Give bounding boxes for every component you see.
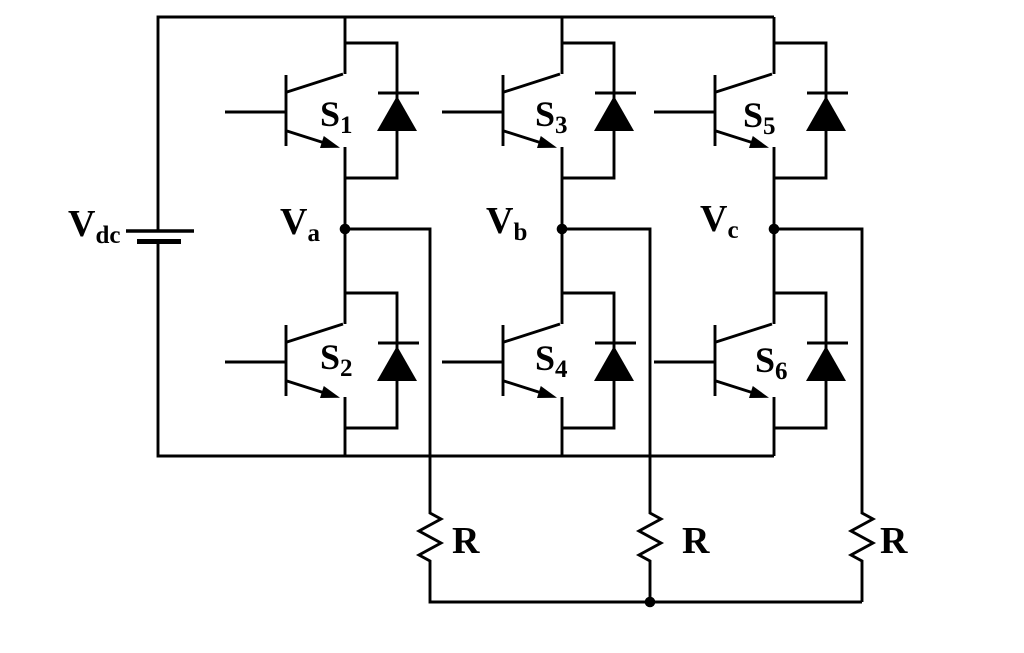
- igbt-s3-emitter-arrow: [537, 136, 557, 148]
- diode-s3-wires: [562, 41, 636, 180]
- igbt-s5-emitter-arrow: [749, 136, 769, 148]
- label-vb: Vb: [486, 200, 527, 246]
- igbt-s6: [654, 322, 773, 398]
- bottom-dc-rail-and-left-wire: [156, 241, 774, 458]
- dc-source-battery: [126, 229, 194, 244]
- label-s3: S3: [535, 94, 568, 139]
- phase-a-load-branch-and-neutral-wire: [345, 227, 862, 604]
- half-bridge-cell-s4: [442, 291, 636, 430]
- neutral-node-dot: [644, 596, 656, 608]
- igbt-s3: [442, 72, 561, 148]
- phase-c-node-dot: [768, 223, 780, 235]
- phase-b-node-dot: [556, 223, 568, 235]
- diode-s1-wires: [345, 41, 419, 180]
- diode-s4-triangle: [594, 346, 634, 381]
- label-vdc: Vdc: [68, 203, 120, 249]
- label-resistor-c: R: [880, 520, 908, 562]
- half-bridge-cell-s1: [225, 41, 419, 180]
- label-s6: S6: [755, 340, 788, 385]
- half-bridge-cell-s3: [442, 41, 636, 180]
- half-bridge-cell-s5: [654, 41, 848, 180]
- top-dc-rail-and-left-wire: [156, 15, 774, 230]
- igbt-s4-emitter-arrow: [537, 386, 557, 398]
- label-s4: S4: [535, 338, 568, 383]
- igbt-s1: [225, 72, 344, 148]
- phase-c-load-branch: [774, 227, 877, 602]
- label-s1: S1: [320, 94, 353, 139]
- phase-a-node-dot: [339, 223, 351, 235]
- label-vc: Vc: [700, 198, 739, 244]
- diode-s5-wires: [774, 41, 848, 180]
- igbt-s4: [442, 322, 561, 398]
- igbt-s2: [225, 322, 344, 398]
- igbt-s5: [654, 72, 773, 148]
- half-bridge-cell-s2: [225, 291, 419, 430]
- igbt-s2-emitter-arrow: [320, 386, 340, 398]
- half-bridge-cell-s6: [654, 291, 848, 430]
- label-s5: S5: [743, 95, 776, 140]
- igbt-s6-emitter-arrow: [749, 386, 769, 398]
- phase-b-load-branch: [562, 227, 665, 602]
- diode-s2-wires: [345, 291, 419, 430]
- diode-s5-triangle: [806, 96, 846, 131]
- label-s2: S2: [320, 337, 353, 382]
- diode-s3-triangle: [594, 96, 634, 131]
- diode-s6-triangle: [806, 346, 846, 381]
- diode-s1-triangle: [377, 96, 417, 131]
- label-va: Va: [280, 201, 320, 247]
- label-resistor-b: R: [682, 520, 710, 562]
- diode-s4-wires: [562, 291, 636, 430]
- label-resistor-a: R: [452, 520, 480, 562]
- igbt-s1-emitter-arrow: [320, 136, 340, 148]
- diode-s2-triangle: [377, 346, 417, 381]
